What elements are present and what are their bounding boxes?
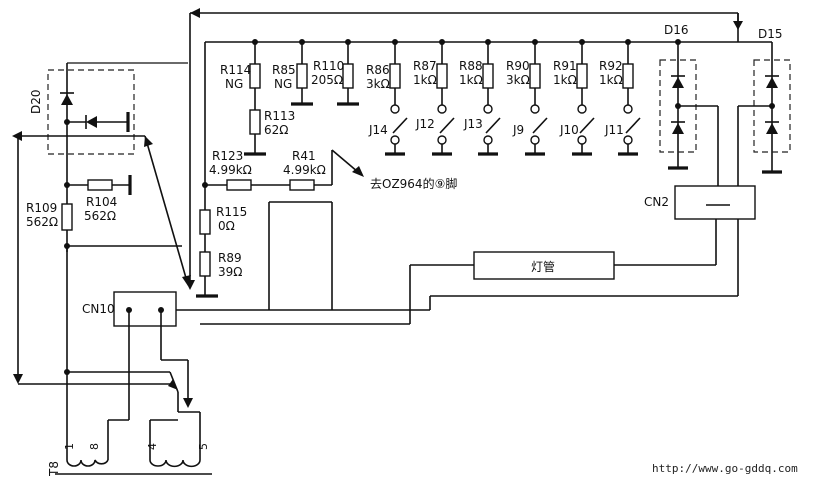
r86-ref: R86	[366, 63, 390, 77]
r113-ref: R113	[264, 109, 295, 123]
j14-label: J14	[368, 123, 388, 137]
r85-ref: R85	[272, 63, 296, 77]
r88-value: 1kΩ	[459, 73, 483, 87]
r115-value: 0Ω	[218, 219, 235, 233]
labels: R114 NG R85 NG R110 205Ω R86 3kΩ R87 1kΩ…	[26, 23, 798, 477]
r41-value: 4.99kΩ	[283, 163, 326, 177]
r123-ref: R123	[212, 149, 243, 163]
r115-ref: R115	[216, 205, 247, 219]
r87-ref: R87	[413, 59, 437, 73]
watermark: http://www.go-gddq.com	[652, 462, 798, 475]
t8-pin-4: 4	[146, 443, 159, 450]
r114-ref: R114	[220, 63, 251, 77]
r104-ref: R104	[86, 195, 117, 209]
t8-pin-1: 1	[63, 443, 76, 450]
resistor-columns	[244, 39, 359, 156]
left-network	[12, 62, 191, 452]
r92-ref: R92	[599, 59, 623, 73]
d15-label: D15	[758, 27, 783, 41]
cn10-label: CN10	[82, 302, 115, 316]
r89-ref: R89	[218, 251, 242, 265]
d16-label: D16	[664, 23, 689, 37]
r109-ref: R109	[26, 201, 57, 215]
j10-label: J10	[559, 123, 579, 137]
r123-value: 4.99kΩ	[209, 163, 252, 177]
switch-columns	[385, 39, 641, 156]
r110-ref: R110	[313, 59, 344, 73]
r85-value: NG	[274, 77, 292, 91]
r91-value: 1kΩ	[553, 73, 577, 87]
r109-value: 562Ω	[26, 215, 58, 229]
r113-value: 62Ω	[264, 123, 288, 137]
feedback-chain	[196, 149, 364, 298]
r89-value: 39Ω	[218, 265, 242, 279]
t8-pin-5: 5	[197, 443, 210, 450]
r92-value: 1kΩ	[599, 73, 623, 87]
r104-value: 562Ω	[84, 209, 116, 223]
r114-value: NG	[225, 77, 243, 91]
cn10-wiring	[18, 291, 201, 452]
annotation-text: 去OZ964的⑨脚	[370, 176, 457, 191]
j13-label: J13	[463, 117, 483, 131]
transformer-t8	[55, 452, 212, 475]
cn2-label: CN2	[644, 195, 669, 209]
r90-ref: R90	[506, 59, 530, 73]
diode-d16	[659, 39, 719, 186]
r91-ref: R91	[553, 59, 577, 73]
r86-value: 3kΩ	[366, 77, 390, 91]
j11-label: J11	[604, 123, 624, 137]
r87-value: 1kΩ	[413, 73, 437, 87]
t8-pin-8: 8	[88, 443, 101, 450]
t8-label: T8	[47, 461, 61, 477]
d20-label: D20	[29, 89, 43, 114]
r110-value: 205Ω	[311, 73, 343, 87]
r90-value: 3kΩ	[506, 73, 530, 87]
diode-d15	[737, 13, 791, 186]
j9-label: J9	[512, 123, 524, 137]
lamp-label: 灯管	[531, 259, 555, 274]
cn2-and-lamp	[161, 185, 756, 325]
r88-ref: R88	[459, 59, 483, 73]
r41-ref: R41	[292, 149, 316, 163]
j12-label: J12	[415, 117, 435, 131]
